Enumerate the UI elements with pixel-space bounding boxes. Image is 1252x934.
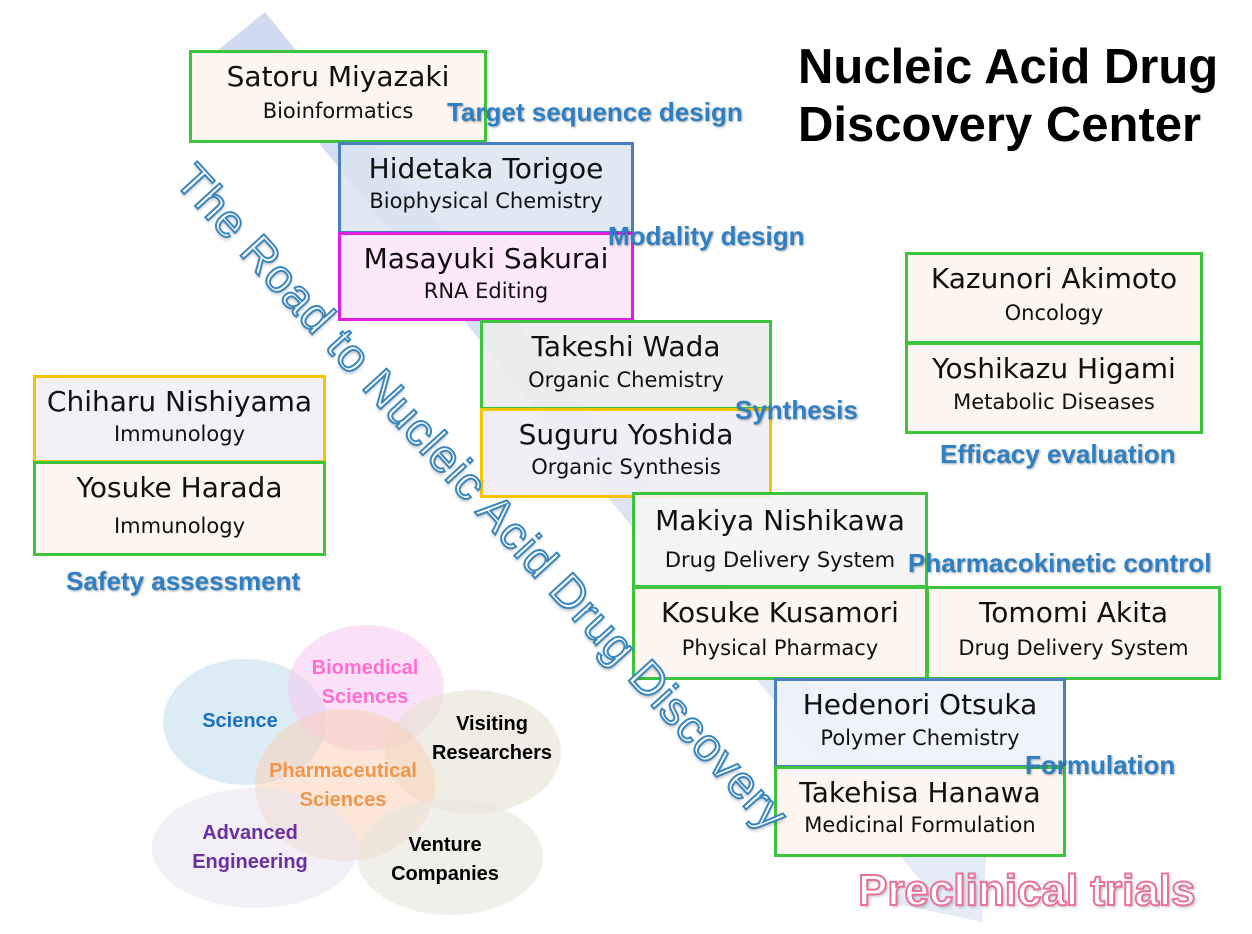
researcher-name: Yoshikazu Higami	[932, 352, 1176, 385]
venn-advanced-line1: Advanced	[202, 822, 298, 844]
researcher-name: Chiharu Nishiyama	[46, 385, 313, 418]
researcher-field: Drug Delivery System	[664, 548, 896, 572]
venn-venture-line2: Companies	[391, 863, 499, 885]
researcher-name: Kazunori Akimoto	[930, 262, 1178, 295]
venn-visiting-line1: Visiting	[456, 713, 528, 735]
researcher-field: Organic Synthesis	[531, 455, 721, 479]
stage-formulation: Formulation	[1025, 750, 1176, 780]
stage-safety-assessment: Safety assessment	[66, 566, 301, 596]
researcher-card-wada: Takeshi Wada Organic Chemistry	[480, 320, 772, 410]
researcher-name: Satoru Miyazaki	[226, 60, 450, 93]
venn-biomedical-label: Biomedical Sciences	[300, 654, 430, 712]
researcher-name: Makiya Nishikawa	[655, 504, 905, 537]
title-line2: Discovery Center	[798, 98, 1202, 152]
stage-modality-design: Modality design	[608, 221, 805, 251]
researcher-card-akimoto: Kazunori Akimoto Oncology	[905, 252, 1203, 344]
researcher-name: Kosuke Kusamori	[661, 596, 899, 629]
researcher-name: Takeshi Wada	[531, 330, 721, 363]
researcher-card-higami: Yoshikazu Higami Metabolic Diseases	[905, 342, 1203, 434]
researcher-field: Biophysical Chemistry	[369, 189, 603, 213]
stage-synthesis: Synthesis	[735, 395, 858, 425]
researcher-card-hanawa: Takehisa Hanawa Medicinal Formulation	[774, 766, 1066, 857]
researcher-card-torigoe: Hidetaka Torigoe Biophysical Chemistry	[338, 142, 634, 234]
researcher-field: Bioinformatics	[262, 99, 414, 123]
researcher-name: Suguru Yoshida	[518, 418, 734, 451]
researcher-card-akita: Tomomi Akita Drug Delivery System	[926, 586, 1221, 680]
researcher-name: Hidetaka Torigoe	[368, 152, 604, 185]
stage-pharmacokinetic-control: Pharmacokinetic control	[908, 548, 1212, 578]
researcher-name: Takehisa Hanawa	[799, 776, 1041, 809]
stage-target-sequence-design: Target sequence design	[447, 97, 743, 127]
researcher-field: Physical Pharmacy	[681, 636, 879, 660]
page-title: Nucleic Acid Drug Discovery Center	[798, 38, 1218, 154]
stage-efficacy-evaluation: Efficacy evaluation	[940, 439, 1176, 469]
researcher-name: Yosuke Harada	[76, 471, 283, 504]
researcher-card-harada: Yosuke Harada Immunology	[33, 461, 326, 556]
venn-pharmaceutical-line2: Sciences	[299, 789, 387, 811]
researcher-name: Hedenori Otsuka	[802, 688, 1038, 721]
researcher-card-nishiyama: Chiharu Nishiyama Immunology	[33, 375, 326, 463]
venn-advanced-label: Advanced Engineering	[180, 819, 320, 877]
venn-biomedical-line2: Sciences	[321, 686, 409, 708]
researcher-field: Immunology	[113, 422, 245, 446]
researcher-card-miyazaki: Satoru Miyazaki Bioinformatics	[189, 50, 487, 143]
venn-advanced-circle	[152, 788, 358, 908]
title-line1: Nucleic Acid Drug	[798, 40, 1219, 94]
researcher-card-sakurai: Masayuki Sakurai RNA Editing	[338, 232, 634, 321]
researcher-card-nishikawa: Makiya Nishikawa Drug Delivery System	[632, 492, 928, 588]
researcher-field: Oncology	[1004, 301, 1104, 325]
venn-science-label: Science	[202, 710, 278, 732]
venn-advanced-line2: Engineering	[192, 851, 308, 873]
venn-pharmaceutical-label: Pharmaceutical Sciences	[258, 757, 428, 815]
researcher-field: Immunology	[113, 514, 245, 538]
researcher-card-kusamori: Kosuke Kusamori Physical Pharmacy	[632, 586, 928, 680]
researcher-name: Tomomi Akita	[978, 596, 1169, 629]
researcher-field: Organic Chemistry	[528, 368, 724, 392]
researcher-name: Masayuki Sakurai	[363, 242, 609, 275]
researcher-field: Polymer Chemistry	[820, 726, 1020, 750]
preclinical-trials-label: Preclinical trials	[857, 865, 1197, 916]
researcher-field: Drug Delivery System	[958, 636, 1189, 660]
venn-venture-label: Venture Companies	[380, 831, 510, 889]
venn-visiting-label: Visiting Researchers	[422, 710, 562, 768]
venn-visiting-line2: Researchers	[431, 742, 553, 764]
venn-biomedical-line1: Biomedical	[311, 657, 419, 679]
researcher-card-yoshida: Suguru Yoshida Organic Synthesis	[480, 408, 772, 498]
venn-venture-circle	[357, 799, 543, 915]
researcher-field: Medicinal Formulation	[804, 813, 1036, 837]
researcher-card-otsuka: Hedenori Otsuka Polymer Chemistry	[774, 678, 1066, 768]
researcher-field: RNA Editing	[423, 279, 549, 303]
venn-pharmaceutical-line1: Pharmaceutical	[269, 760, 417, 782]
researcher-field: Metabolic Diseases	[953, 390, 1155, 414]
venn-venture-line1: Venture	[408, 834, 482, 856]
